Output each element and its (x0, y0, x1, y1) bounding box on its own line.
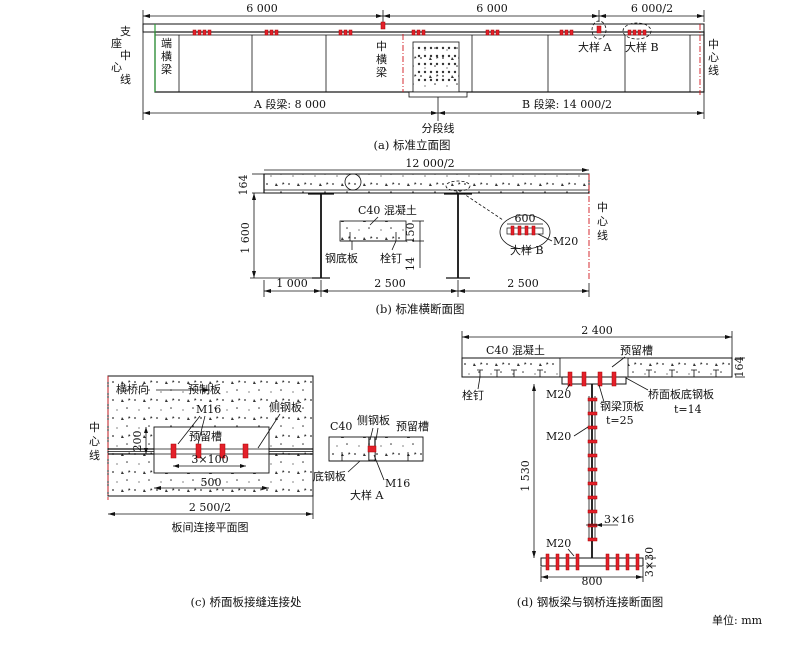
b-dim-14: 14 (404, 257, 417, 271)
b-dim-600: 600 (515, 212, 536, 225)
c-det-label-bottom: 底钢板 (313, 469, 346, 483)
d-label-deck-bottom-plate: 桥面板底钢板 (648, 387, 714, 401)
c-caption: (c) 桥面板接缝连接处 (190, 595, 302, 609)
a-caption: (a) 标准立面图 (374, 138, 451, 152)
panel-b-cross-section: 12 000/2 164 1 600 C40 混凝土 15 (237, 157, 608, 316)
c-label-precast: 预制板 (188, 382, 221, 396)
d-dim-1530: 1 530 (519, 460, 532, 492)
b-label-bolt: M20 (553, 235, 578, 248)
c-label-side-plate: 侧钢板 (269, 400, 302, 414)
b-dim-bottom-2: 2 500 (374, 277, 406, 290)
d-dim-164: 164 (733, 357, 746, 378)
b-dim-total: 12 000/2 (405, 157, 454, 170)
c-dim-3x100: 3×100 (191, 453, 228, 466)
a-dim-3: 6 000/2 (631, 2, 673, 15)
c-label-slot: 预留槽 (189, 430, 222, 443)
b-label-stud: 栓钉 (380, 251, 402, 265)
d-dim-2400: 2 400 (581, 324, 613, 337)
a-label-support: 支座中心线 (111, 25, 131, 86)
c-label-center: 中心线 (89, 421, 100, 462)
c-dim-width: 2 500/2 (189, 501, 231, 514)
a-detail-a-circle (591, 20, 607, 40)
d-label-t25: t=25 (606, 414, 634, 427)
b-detail-b-ellipse (499, 214, 551, 250)
c-label-transverse: 横桥向 (116, 382, 149, 396)
panel-d-connection: 2 400 164 C40 混凝土 预留槽 栓钉 M20 桥面板底钢板 t=14… (461, 324, 746, 609)
d-label-slot: 预留槽 (620, 344, 653, 357)
d-web-bolts (587, 397, 598, 542)
a-dim-2: 6 000 (476, 2, 508, 15)
d-label-bolt-web: M20 (546, 430, 571, 443)
a-detail-b-circle (622, 22, 652, 40)
a-label-end-beam: 端横梁 (161, 37, 172, 76)
d-dim-3x16: 3×16 (604, 513, 634, 526)
d-dim-800: 800 (582, 575, 603, 588)
b-label-concrete: C40 混凝土 (358, 203, 417, 217)
a-label-detail-b: 大样 B (625, 40, 659, 54)
b-caption: (b) 标准横断面图 (376, 302, 465, 316)
c-det-label-slot: 预留槽 (396, 420, 429, 433)
c-det-title: 大样 A (350, 488, 384, 502)
panel-a-elevation: 6 000 6 000 6 000/2 (111, 2, 719, 152)
c-dim-200: 200 (131, 431, 144, 452)
a-split-line: 分段线 (422, 121, 455, 135)
c-plan-title: 板间连接平面图 (172, 520, 249, 534)
b-label-bottom-plate: 钢底板 (325, 251, 358, 265)
d-label-bolt-bottom: M20 (546, 537, 571, 550)
d-dim-3x30: 3×30 (643, 547, 656, 577)
a-label-mid-beam: 中横梁 (376, 40, 387, 79)
b-label-center: 中心线 (597, 201, 608, 242)
b-label-detail-b: 大样 B (510, 243, 544, 257)
c-label-bolt: M16 (196, 403, 221, 416)
b-dim-bottom-3: 2 500 (507, 277, 539, 290)
a-label-center: 中心线 (708, 38, 719, 77)
b-dim-164: 164 (237, 175, 250, 196)
a-mid-beam-plate (412, 41, 460, 93)
d-label-concrete: C40 混凝土 (486, 343, 545, 357)
a-dim-1: 6 000 (246, 2, 278, 15)
c-det-label-c40: C40 (330, 420, 352, 433)
d-label-bolt-top: M20 (546, 388, 571, 401)
c-det-label-bolt: M16 (385, 477, 410, 490)
c-det-label-side: 侧钢板 (357, 413, 390, 427)
unit-note: 单位: mm (712, 613, 763, 627)
c-dim-500: 500 (201, 476, 222, 489)
a-label-detail-a: 大样 A (578, 40, 612, 54)
b-dim-bottom-1: 1 000 (276, 277, 308, 290)
b-dim-150: 150 (404, 223, 417, 244)
d-label-stud: 栓钉 (462, 388, 484, 402)
d-bottom-flange (540, 557, 644, 567)
d-label-top-flange: 钢梁顶板 (600, 399, 644, 413)
panel-c-joint: 横桥向 预制板 侧钢板 M16 预留槽 200 3×100 500 中心线 2 … (89, 375, 429, 609)
d-caption: (d) 钢板梁与钢桥连接断面图 (517, 595, 664, 609)
a-segment-b: B 段梁: 14 000/2 (522, 97, 612, 111)
a-bolt-groups (192, 21, 647, 36)
d-label-t14: t=14 (674, 403, 702, 416)
a-segment-a: A 段梁: 8 000 (253, 97, 326, 111)
b-dim-1600: 1 600 (239, 222, 252, 254)
